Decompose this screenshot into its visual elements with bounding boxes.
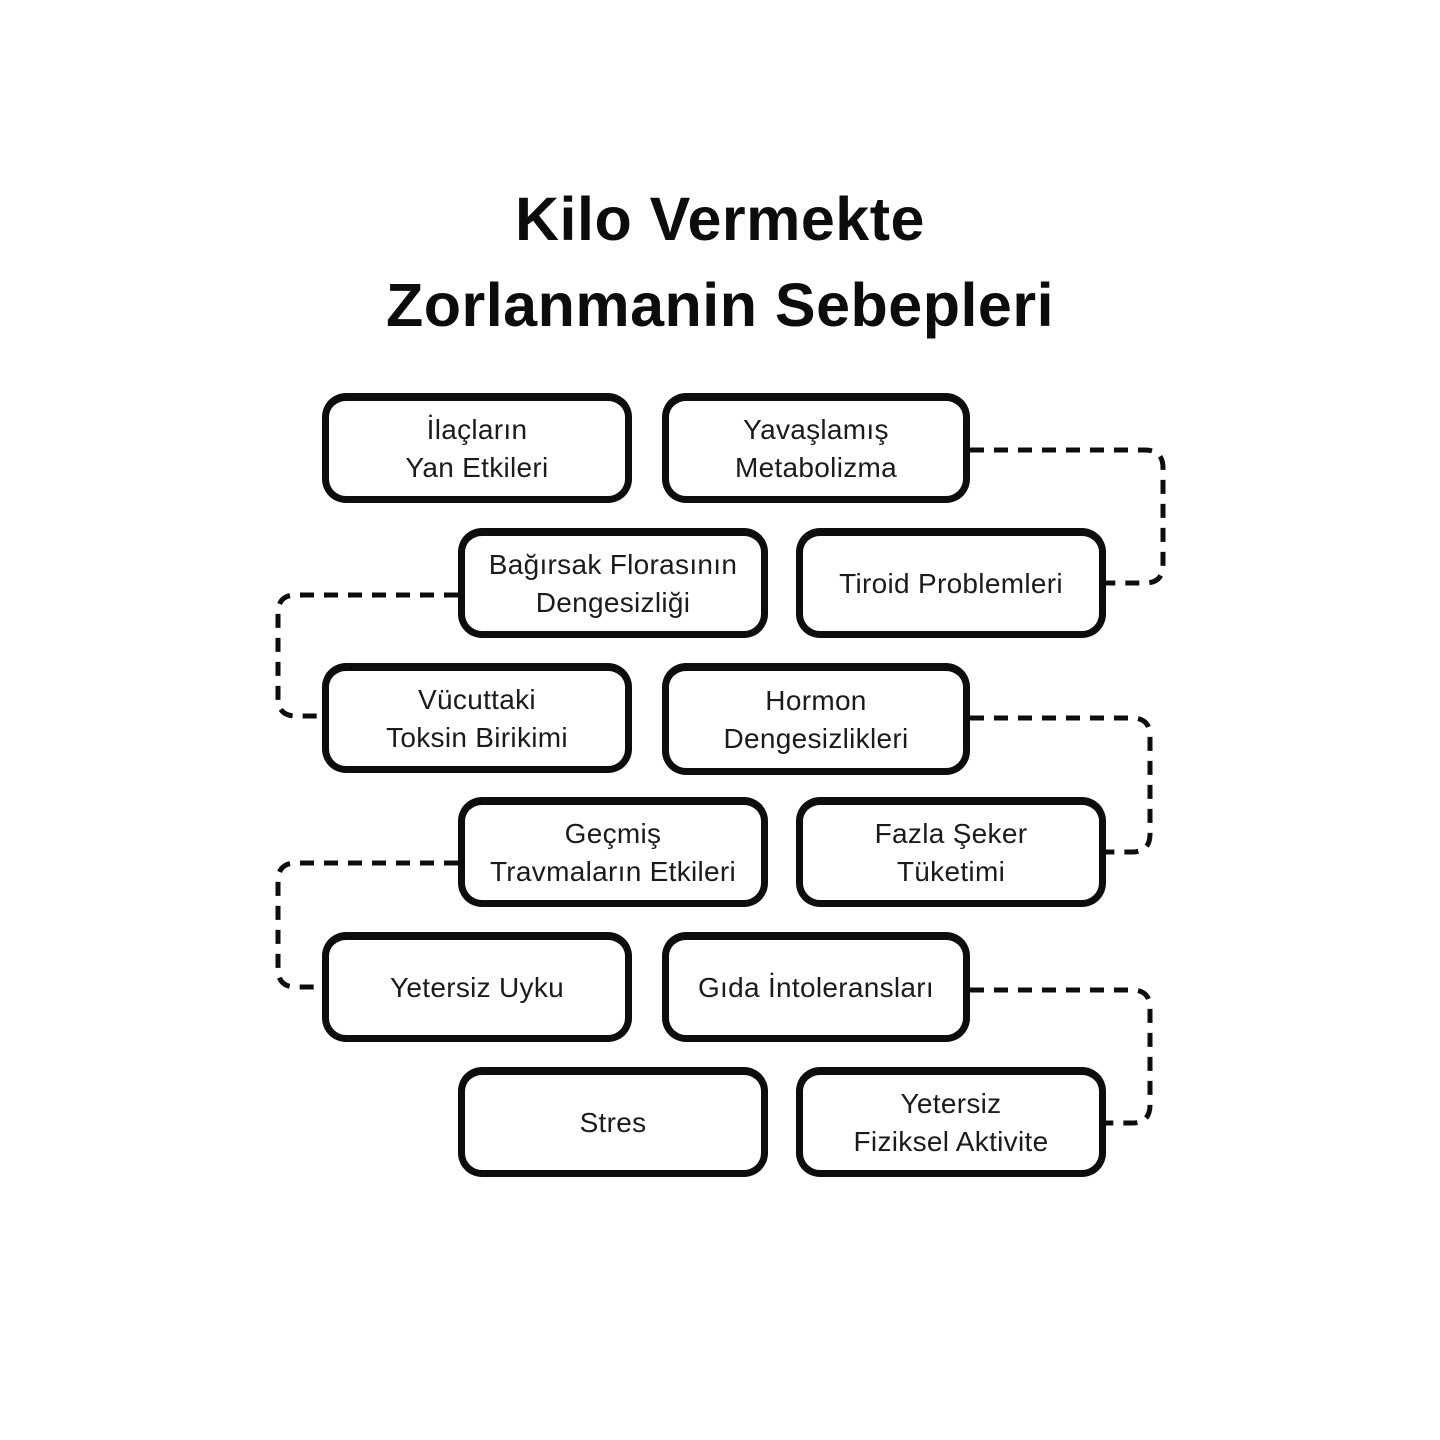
cause-box-label: Vücuttaki Toksin Birikimi: [386, 683, 568, 753]
cause-box-ilaclarin-yan-etkileri: İlaçların Yan Etkileri: [322, 393, 632, 503]
cause-box-bagirsak-florasinin-dengesizligi: Bağırsak Florasının Dengesizliği: [458, 528, 768, 638]
cause-box-vucuttaki-toksin-birikimi: Vücuttaki Toksin Birikimi: [322, 663, 632, 773]
cause-box-label: Fazla Şeker Tüketimi: [874, 817, 1028, 887]
cause-box-yetersiz-uyku: Yetersiz Uyku: [322, 932, 632, 1042]
connector-gecmis-travmalarin-etkileri-to-yetersiz-uyku: [275, 860, 458, 990]
cause-box-hormon-dengesizlikleri: Hormon Dengesizlikleri: [662, 663, 970, 775]
connector-yavaslamis-metabolizma-to-tiroid-problemleri: [970, 447, 1166, 586]
connector-hormon-dengesizlikleri-to-fazla-seker-tuketimi: [970, 715, 1153, 855]
cause-box-gecmis-travmalarin-etkileri: Geçmiş Travmaların Etkileri: [458, 797, 768, 907]
cause-box-label: Bağırsak Florasının Dengesizliği: [488, 548, 738, 618]
cause-box-fazla-seker-tuketimi: Fazla Şeker Tüketimi: [796, 797, 1106, 907]
cause-box-gida-intoleranslari: Gıda İntoleransları: [662, 932, 970, 1042]
cause-box-label: Yavaşlamış Metabolizma: [734, 413, 898, 483]
cause-box-label: Geçmiş Travmaların Etkileri: [489, 817, 737, 887]
cause-box-label: İlaçların Yan Etkileri: [405, 413, 549, 483]
cause-box-label: Stres: [579, 1106, 647, 1138]
title-block: Kilo Vermekte Zorlanmanin Sebepleri: [0, 176, 1440, 348]
page-title-line-1: Kilo Vermekte: [515, 185, 925, 253]
cause-box-label: Yetersiz Fiziksel Aktivite: [853, 1087, 1049, 1157]
cause-box-label: Hormon Dengesizlikleri: [723, 684, 909, 754]
cause-box-stres: Stres: [458, 1067, 768, 1177]
cause-box-label: Gıda İntoleransları: [697, 971, 935, 1003]
cause-box-yetersiz-fiziksel-aktivite: Yetersiz Fiziksel Aktivite: [796, 1067, 1106, 1177]
connector-bagirsak-florasinin-dengesizligi-to-vucuttaki-toksin-birikimi: [275, 592, 458, 719]
cause-box-label: Tiroid Problemleri: [839, 567, 1063, 599]
page-title: Kilo Vermekte Zorlanmanin Sebepleri: [0, 176, 1440, 348]
cause-box-yavaslamis-metabolizma: Yavaşlamış Metabolizma: [662, 393, 970, 503]
connector-gida-intoleranslari-to-yetersiz-fiziksel-aktivite: [970, 987, 1153, 1126]
cause-box-tiroid-problemleri: Tiroid Problemleri: [796, 528, 1106, 638]
cause-box-label: Yetersiz Uyku: [389, 971, 565, 1003]
page-title-line-2: Zorlanmanin Sebepleri: [385, 271, 1055, 339]
